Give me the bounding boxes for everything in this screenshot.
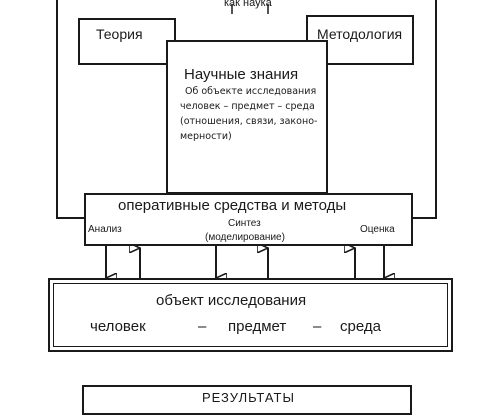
knowledge-box — [166, 40, 328, 194]
science-caption: как наука — [224, 0, 272, 9]
research-object-dash-1: – — [198, 318, 207, 335]
diagram-canvas: как наука Теория Методология Научные зна… — [48, 0, 453, 415]
knowledge-line-3: (отношения, связи, законо- — [180, 116, 318, 127]
outer-frame — [56, 0, 86, 219]
research-object-title: объект исследования — [156, 292, 307, 309]
theory-label: Теория — [96, 26, 143, 42]
method-evaluation: Оценка — [360, 224, 395, 235]
connectors — [56, 0, 437, 400]
methods-title: оперативные средства и методы — [118, 197, 347, 214]
outer-frame-right — [410, 0, 437, 219]
research-object-word-2: предмет — [228, 318, 287, 335]
methods-box — [84, 193, 413, 246]
research-object-dash-2: – — [313, 318, 322, 335]
method-synthesis-sub: (моделирование) — [205, 232, 285, 243]
research-object-inner — [53, 283, 448, 347]
knowledge-line-2: человек – предмет – среда — [180, 101, 315, 112]
knowledge-line-1: Об объекте исследования — [185, 86, 317, 97]
methodology-label: Методология — [317, 26, 403, 42]
results-title: РЕЗУЛЬТАТЫ — [202, 390, 295, 405]
method-analysis: Анализ — [88, 224, 122, 235]
knowledge-title: Научные знания — [184, 66, 299, 83]
knowledge-line-4: мерности) — [180, 131, 232, 142]
research-object-word-1: человек — [90, 318, 146, 335]
research-object-word-3: среда — [340, 318, 381, 335]
method-synthesis: Синтез — [228, 218, 261, 229]
